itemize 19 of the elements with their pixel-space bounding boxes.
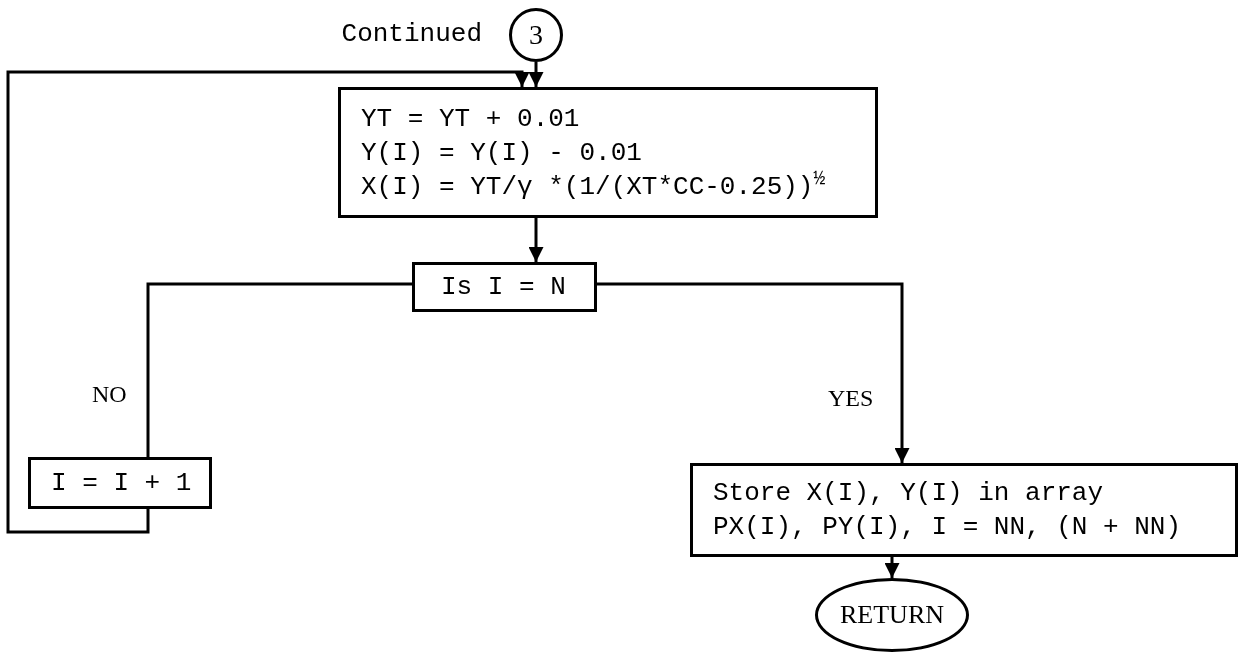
terminal-label: RETURN bbox=[840, 602, 944, 628]
flow-line bbox=[597, 282, 910, 463]
continuation-note: Continued bbox=[341, 21, 482, 47]
flow-line bbox=[6, 70, 530, 534]
connector-number: 3 bbox=[529, 21, 543, 49]
flow-line bbox=[528, 218, 544, 262]
flow-line bbox=[884, 557, 900, 578]
decision-box bbox=[412, 262, 597, 312]
flow-line bbox=[528, 62, 544, 87]
statement-text: Store X(I), Y(I) in array PX(I), PY(I), I = NN, (N + NN) bbox=[713, 477, 1183, 544]
process-box bbox=[28, 457, 212, 509]
decision-text: Is I = N bbox=[441, 271, 567, 304]
statement-text: X(I) = YT/γ *(1/(XT*CC-0.25))$^{½}$ bbox=[361, 169, 827, 204]
flow-line bbox=[146, 282, 412, 457]
process-box bbox=[338, 87, 878, 218]
statement-text: Y(I) = Y(I) - 0.01 bbox=[361, 136, 643, 170]
statement-text: I = I + 1 bbox=[51, 467, 193, 500]
statement-text: YT = YT + 0.01 bbox=[361, 102, 581, 136]
process-box bbox=[690, 463, 1238, 557]
